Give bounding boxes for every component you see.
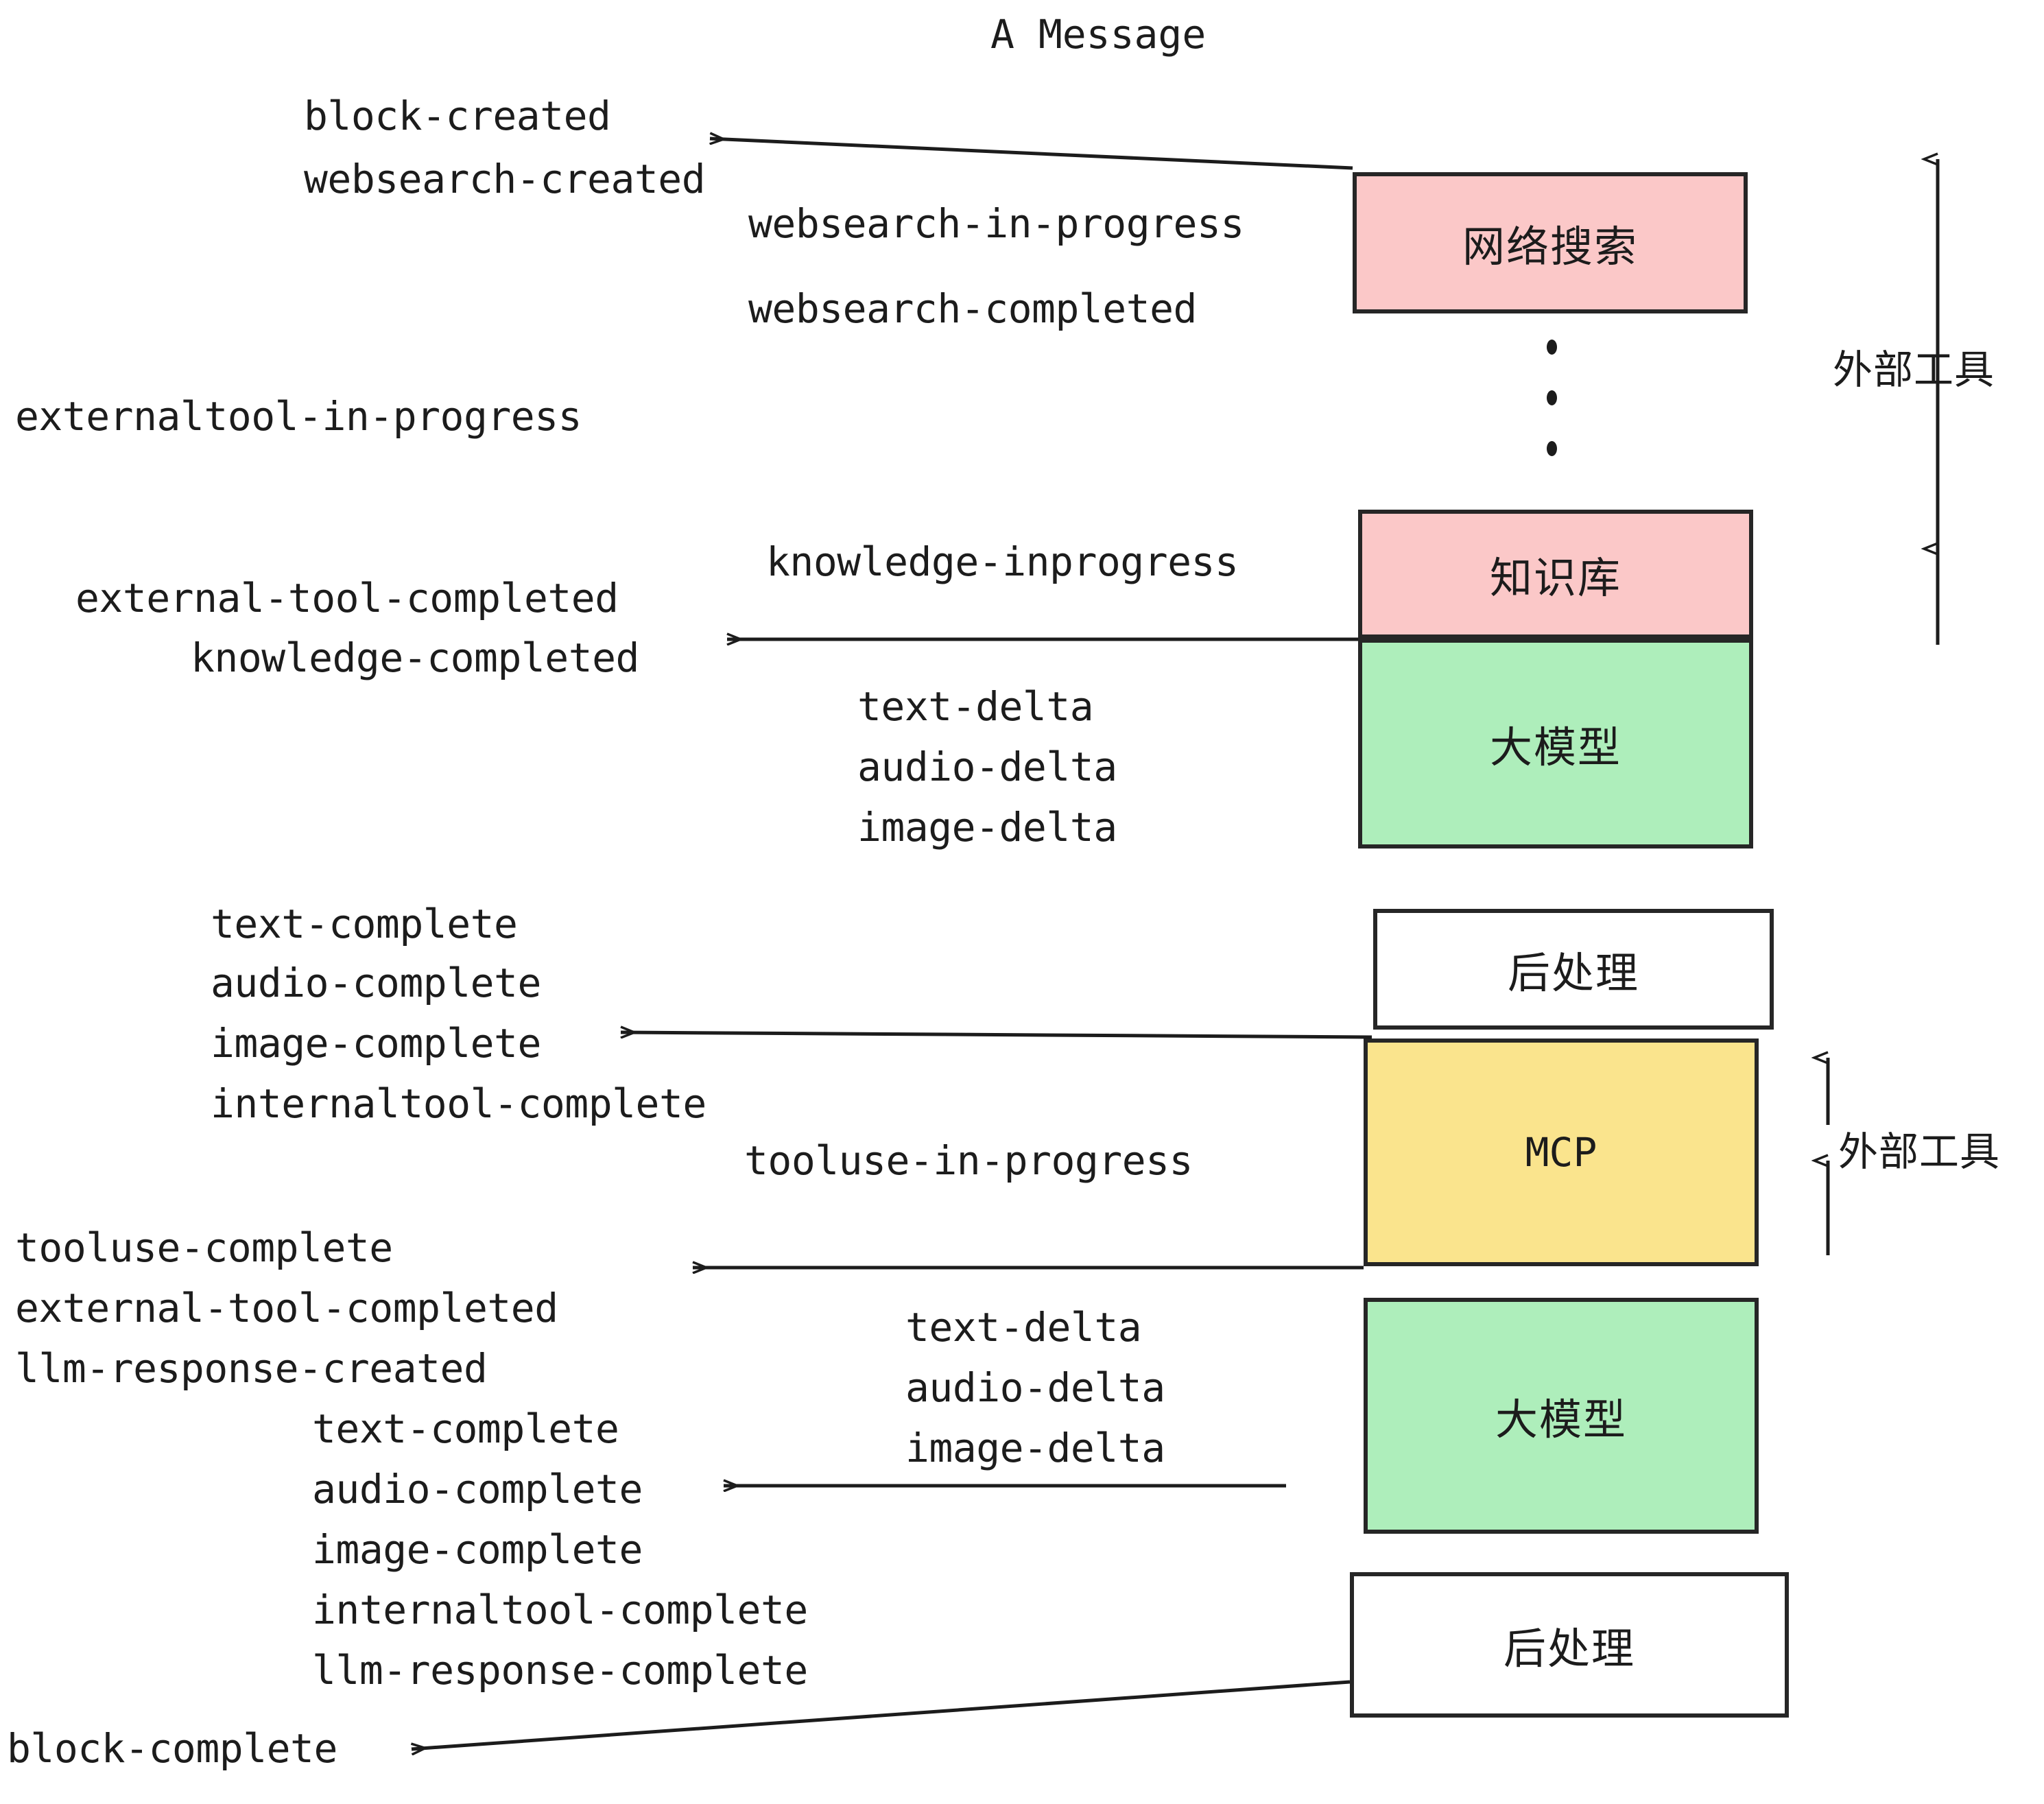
event-websearch-created: websearch-created: [304, 156, 706, 202]
event-block-complete: block-complete: [7, 1725, 337, 1772]
event-text-complete-1: text-complete: [211, 901, 518, 947]
event-audio-delta-1: audio-delta: [857, 744, 1117, 790]
node-label: 后处理: [1503, 1624, 1635, 1674]
event-llm-response-complete: llm-response-complete: [312, 1647, 808, 1694]
event-audio-delta-2: audio-delta: [905, 1364, 1165, 1411]
event-text-complete-2: text-complete: [312, 1405, 619, 1452]
node-postprocess-bottom[interactable]: 后处理: [1350, 1572, 1789, 1718]
event-knowledge-inprogress: knowledge-inprogress: [766, 538, 1239, 585]
node-postprocess-top[interactable]: 后处理: [1373, 909, 1774, 1030]
event-internaltool-complete-2: internaltool-complete: [312, 1587, 808, 1633]
event-llm-response-created: llm-response-created: [15, 1345, 488, 1392]
side-label-external-tool-bottom: 外部工具: [1838, 1128, 2001, 1175]
node-knowledge-base[interactable]: 知识库: [1358, 510, 1753, 639]
event-image-delta-1: image-delta: [857, 804, 1117, 851]
node-label: MCP: [1525, 1129, 1597, 1176]
page-title: A Message: [990, 11, 1207, 58]
node-mcp[interactable]: MCP: [1364, 1039, 1759, 1266]
event-websearch-completed: websearch-completed: [748, 285, 1197, 332]
vertical-ellipsis-icon: [1545, 340, 1558, 456]
arrow-websearch-created: [710, 139, 1353, 170]
node-llm-bottom[interactable]: 大模型: [1364, 1298, 1759, 1534]
node-label: 大模型: [1489, 722, 1621, 772]
node-label: 大模型: [1495, 1394, 1627, 1445]
event-internaltool-complete-1: internaltool-complete: [211, 1080, 706, 1127]
event-image-complete-2: image-complete: [312, 1526, 643, 1573]
event-image-complete-1: image-complete: [211, 1020, 541, 1067]
node-label: 知识库: [1489, 553, 1621, 603]
event-text-delta-1: text-delta: [857, 683, 1094, 730]
event-tooluse-complete: tooluse-complete: [15, 1224, 393, 1271]
event-text-delta-2: text-delta: [905, 1304, 1142, 1351]
node-llm-top[interactable]: 大模型: [1358, 639, 1753, 848]
event-external-tool-completed-1: external-tool-completed: [75, 575, 619, 621]
event-tooluse-in-progress: tooluse-in-progress: [744, 1137, 1193, 1184]
arrow-image-complete: [621, 1032, 1372, 1039]
event-block-created: block-created: [304, 93, 611, 139]
node-label: 后处理: [1507, 948, 1639, 998]
event-websearch-in-progress: websearch-in-progress: [748, 200, 1244, 247]
node-web-search[interactable]: 网络搜索: [1353, 172, 1748, 313]
event-image-delta-2: image-delta: [905, 1425, 1165, 1471]
side-label-external-tool-top: 外部工具: [1833, 346, 1995, 393]
event-knowledge-completed: knowledge-completed: [191, 634, 639, 681]
node-label: 网络搜索: [1462, 222, 1638, 272]
event-externaltool-in-progress: externaltool-in-progress: [15, 393, 582, 440]
event-audio-complete-1: audio-complete: [211, 960, 541, 1006]
event-external-tool-completed-2: external-tool-completed: [15, 1285, 558, 1331]
event-audio-complete-2: audio-complete: [312, 1466, 643, 1512]
